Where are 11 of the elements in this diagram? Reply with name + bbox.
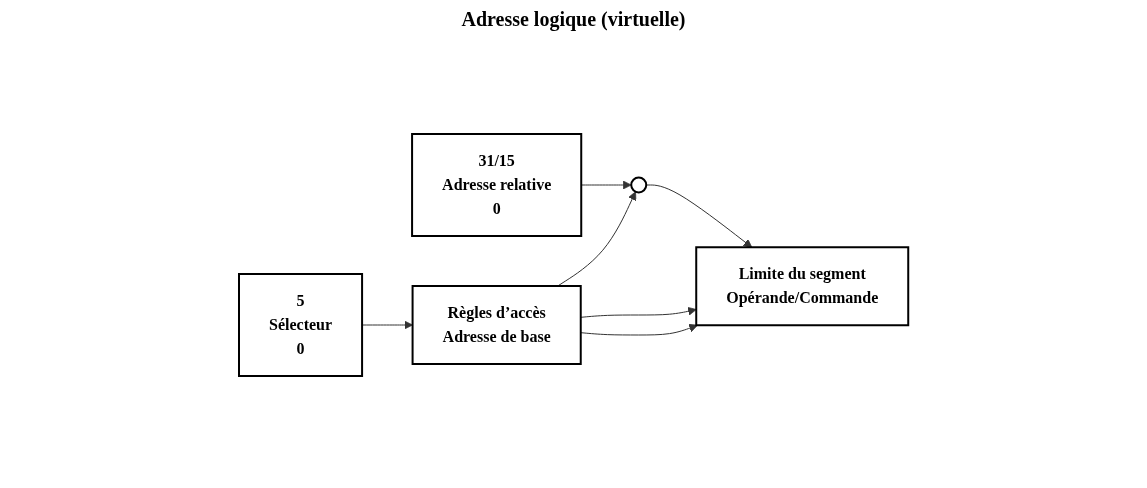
arrow: [645, 184, 753, 248]
arrow: [361, 320, 413, 330]
arrow: [580, 306, 697, 318]
node-box: 31/15 Adresse relative 0: [410, 133, 583, 237]
diagram-title: Adresse logique (virtuelle): [460, 8, 687, 31]
arrow: [557, 191, 637, 287]
node-circle: [630, 176, 648, 194]
arrow: [580, 323, 698, 336]
node-box: Règles d’accès Adresse de base: [411, 285, 582, 365]
node-box: Limite du segment Opérande/Commande: [695, 246, 910, 327]
node-box: 5 Sélecteur 0: [237, 273, 363, 377]
